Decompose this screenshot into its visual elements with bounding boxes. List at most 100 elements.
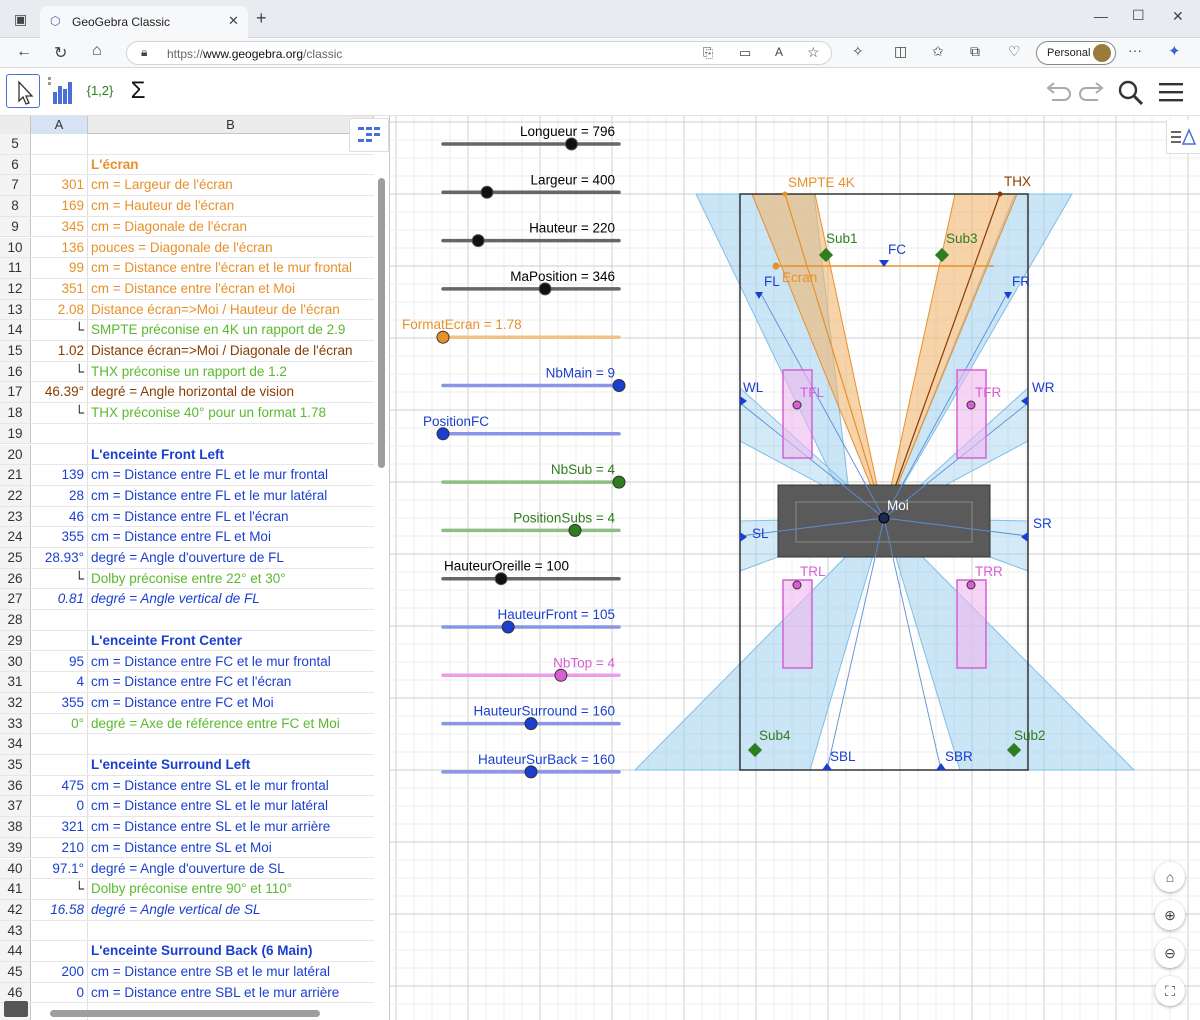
tfl-point[interactable] (792, 400, 802, 410)
copilot-icon[interactable]: ✦ (1168, 43, 1181, 60)
home-icon[interactable]: ⌂ (92, 42, 102, 59)
sub1-marker[interactable] (818, 247, 834, 263)
row-number[interactable]: 6 (0, 154, 31, 175)
row-number[interactable]: 21 (0, 465, 31, 485)
slider-nbmain[interactable]: NbMain = 9 (441, 366, 626, 392)
cell-a[interactable]: └ (31, 361, 88, 382)
zoom-in-button[interactable]: ⊕ (1155, 900, 1185, 930)
read-aloud-icon[interactable]: A (775, 45, 784, 59)
minimize-icon[interactable]: — (1094, 8, 1108, 24)
row-number[interactable]: 25 (0, 548, 31, 568)
row-number[interactable]: 43 (0, 920, 31, 941)
column-a-header[interactable]: A (31, 116, 88, 134)
cell-b[interactable] (91, 610, 374, 630)
refresh-icon[interactable]: ↻ (54, 45, 68, 62)
row-number[interactable]: 45 (0, 962, 31, 982)
cell-a[interactable] (31, 941, 88, 961)
row-number[interactable]: 26 (0, 568, 31, 589)
cell-b[interactable]: THX préconise 40° pour un format 1.78 (91, 405, 327, 421)
cell-b[interactable]: degré = Angle vertical de FL (91, 591, 260, 607)
slider-handle[interactable] (538, 282, 552, 296)
row-number[interactable]: 44 (0, 941, 31, 961)
cell-a[interactable] (31, 444, 88, 465)
slider-handle[interactable] (568, 523, 582, 537)
slider-handle[interactable] (612, 475, 626, 489)
cell-a[interactable]: 1.02 (31, 341, 88, 361)
cell-b[interactable]: cm = Distance entre FC et le mur frontal (91, 653, 331, 669)
cell-a[interactable]: 99 (31, 258, 88, 278)
cell-b[interactable]: cm = Distance entre FL et le mur frontal (91, 467, 328, 483)
cell-b[interactable]: cm = Distance entre SBL et le mur arrièr… (91, 984, 340, 1000)
cell-b[interactable]: cm = Largeur de l'écran (91, 177, 233, 193)
row-number[interactable]: 36 (0, 775, 31, 796)
cell-b[interactable]: cm = Diagonale de l'écran (91, 218, 248, 234)
row-number[interactable]: 28 (0, 610, 31, 630)
cell-a[interactable]: └ (31, 403, 88, 423)
row-number[interactable]: 22 (0, 485, 31, 506)
maximize-icon[interactable]: ☐ (1132, 7, 1145, 23)
cell-b[interactable]: cm = Distance entre SL et le mur arrière (91, 819, 331, 835)
style-bar-toggle-button[interactable] (349, 118, 389, 152)
sub4-marker[interactable] (747, 742, 763, 758)
sum-tool-button[interactable]: Σ (130, 77, 146, 104)
cell-b[interactable] (91, 424, 374, 444)
cell-a[interactable]: 0.81 (31, 589, 88, 610)
cell-b[interactable] (91, 734, 374, 754)
graphics-view[interactable]: SMPTE 4K THX Sub1 Sub3 Sub2 Sub4 FC FL F… (390, 116, 1200, 1020)
list-tool-button[interactable]: {1,2} (86, 83, 114, 98)
cell-a[interactable] (31, 134, 88, 154)
cell-b[interactable]: cm = Hauteur de l'écran (91, 198, 235, 214)
cell-a[interactable] (31, 423, 88, 444)
cell-a[interactable]: 351 (31, 278, 88, 299)
row-number[interactable]: 37 (0, 796, 31, 817)
slider-handle[interactable] (471, 234, 485, 248)
tfr-point[interactable] (966, 400, 976, 410)
slider-hauteurfront[interactable]: HauteurFront = 105 (441, 607, 621, 634)
favorites-icon[interactable]: ✩ (932, 43, 944, 59)
cell-b[interactable]: cm = Distance entre FL et Moi (91, 529, 271, 545)
back-icon[interactable]: ← (16, 43, 32, 60)
row-number[interactable]: 29 (0, 630, 31, 651)
more-options-icon[interactable]: ··· (1128, 42, 1142, 58)
slider-hauteursurround[interactable]: HauteurSurround = 160 (441, 704, 621, 731)
favorite-star-icon[interactable]: ☆ (807, 44, 820, 60)
close-window-icon[interactable]: ✕ (1172, 8, 1184, 24)
cell-b[interactable]: cm = Distance entre SB et le mur latéral (91, 964, 330, 979)
redo-icon[interactable] (1076, 80, 1106, 104)
cell-b[interactable]: THX préconise un rapport de 1.2 (91, 363, 287, 379)
cell-a[interactable]: 28 (31, 485, 88, 506)
slider-handle[interactable] (554, 668, 568, 682)
row-number[interactable]: 16 (0, 361, 31, 382)
cell-a[interactable]: 210 (31, 837, 88, 858)
horizontal-scrollbar[interactable] (50, 1010, 320, 1017)
row-number[interactable]: 34 (0, 734, 31, 754)
cell-b[interactable]: degré = Axe de référence entre FC et Moi (91, 715, 340, 731)
cell-a[interactable] (31, 630, 88, 651)
cell-a[interactable]: 321 (31, 817, 88, 837)
cell-a[interactable]: └ (31, 568, 88, 589)
cell-b[interactable]: L'enceinte Surround Left (91, 757, 251, 772)
tab-actions-icon[interactable]: ▣ (14, 11, 28, 27)
cell-b[interactable]: Dolby préconise entre 90° et 110° (91, 881, 293, 897)
cell-a[interactable]: 16.58 (31, 899, 88, 920)
cell-b[interactable]: L'enceinte Front Center (91, 632, 242, 648)
cell-a[interactable]: 475 (31, 775, 88, 796)
cell-b[interactable]: degré = Angle vertical de SL (91, 901, 261, 917)
cell-b[interactable]: Distance écran=>Moi / Hauteur de l'écran (91, 301, 340, 317)
cell-b[interactable]: L'écran (91, 156, 139, 172)
cell-b[interactable]: cm = Distance entre FL et l'écran (91, 508, 289, 524)
row-number[interactable]: 24 (0, 527, 31, 547)
cell-b[interactable]: cm = Distance entre l'écran et Moi (91, 280, 296, 296)
cell-b[interactable]: degré = Angle d'ouverture de FL (91, 550, 284, 565)
cell-b[interactable]: Dolby préconise entre 22° et 30° (91, 570, 286, 586)
row-number[interactable]: 31 (0, 672, 31, 692)
cell-a[interactable]: 355 (31, 527, 88, 547)
slider-hauteursurback[interactable]: HauteurSurBack = 160 (441, 752, 621, 779)
cell-a[interactable]: 46 (31, 506, 88, 527)
sub2-marker[interactable] (1006, 742, 1022, 758)
slider-handle[interactable] (480, 185, 494, 199)
browser-essentials-icon[interactable]: ♡ (1008, 43, 1021, 59)
undo-icon[interactable] (1044, 80, 1074, 104)
row-number[interactable]: 42 (0, 899, 31, 920)
row-number[interactable]: 20 (0, 444, 31, 465)
